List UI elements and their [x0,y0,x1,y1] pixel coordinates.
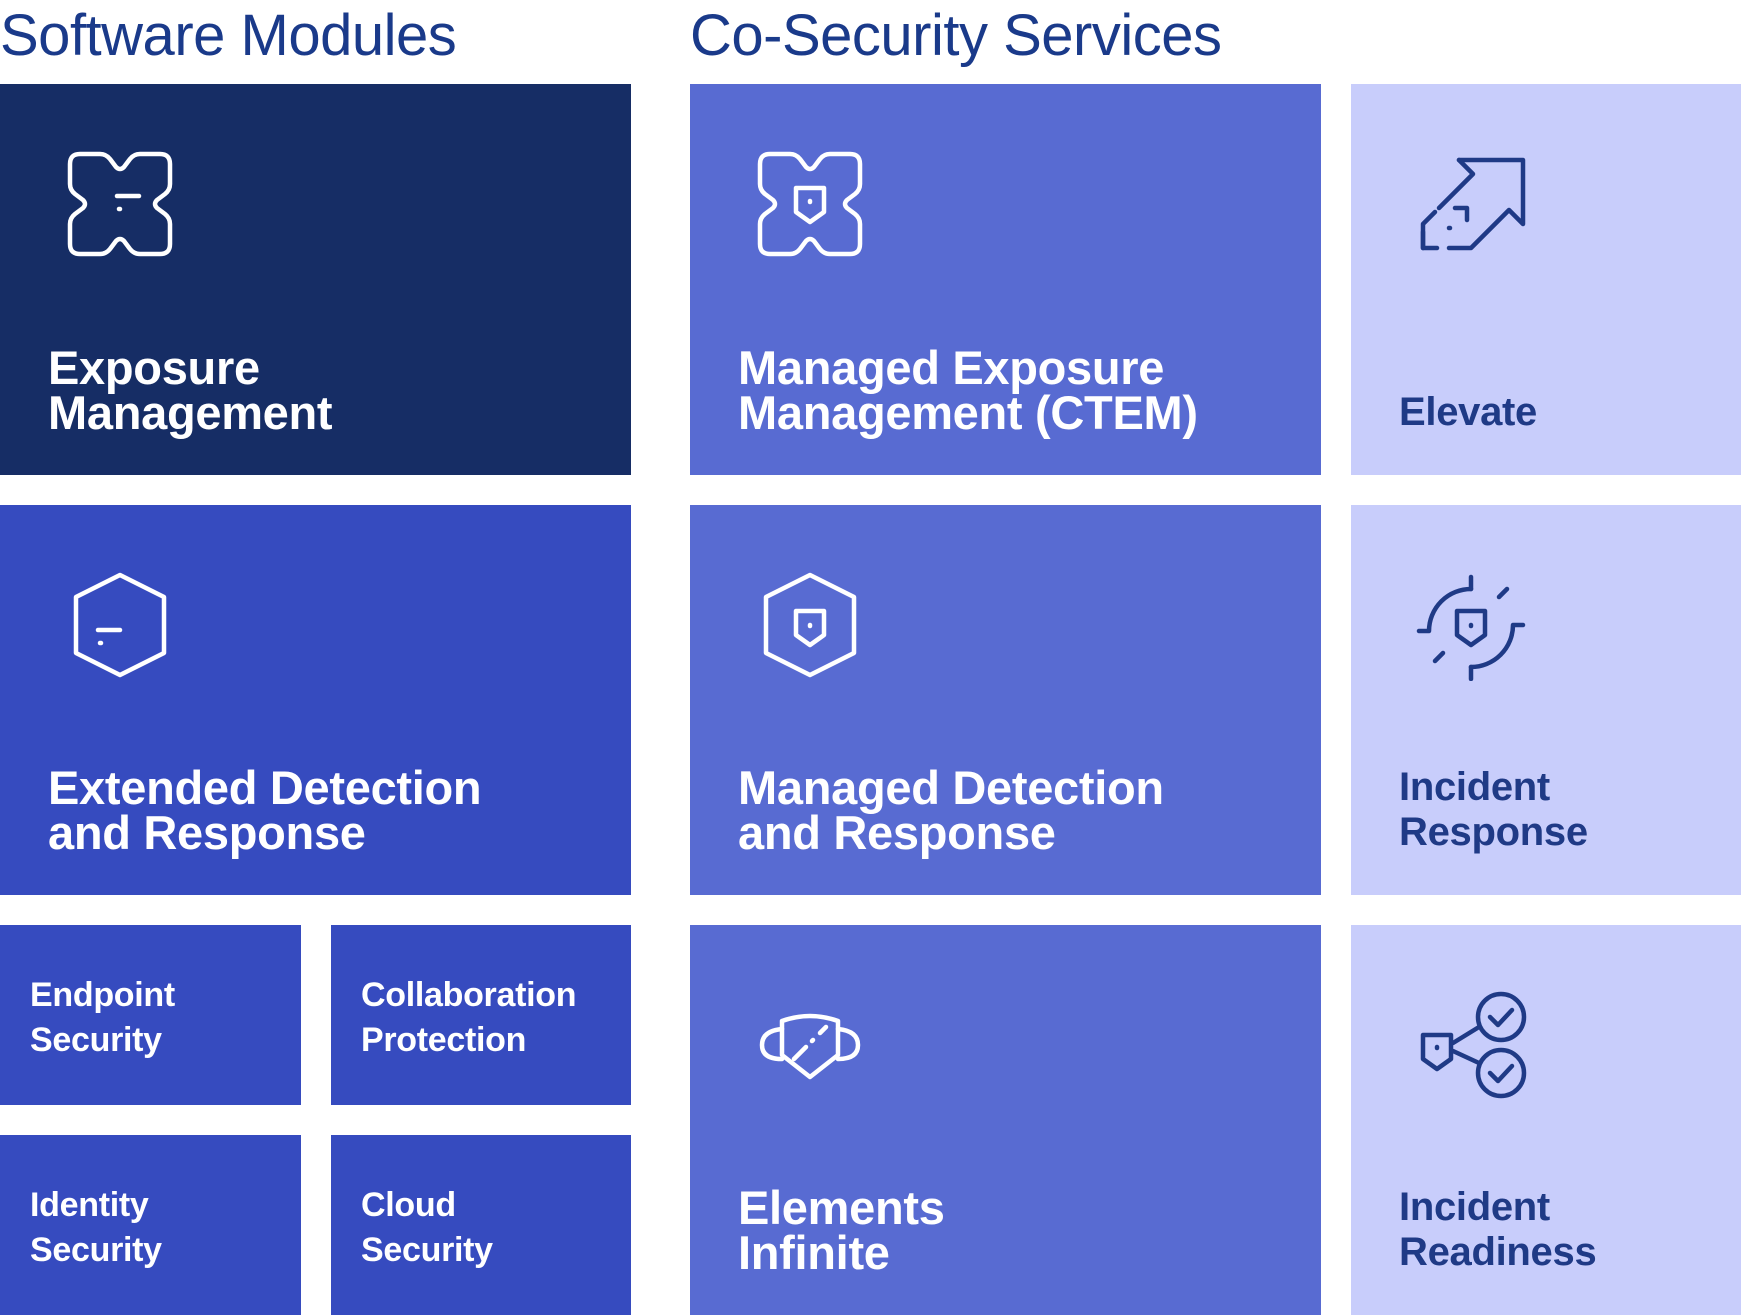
elements-infinite-tile[interactable]: Elements Infinite [690,925,1321,1315]
managed-exposure-management-tile[interactable]: Managed Exposure Management (CTEM) [690,84,1321,475]
managed-exposure-management-title: Managed Exposure Management (CTEM) [738,341,1198,439]
shield-cross-icon [754,148,866,260]
cloud-security-tile[interactable]: Cloud Security [331,1135,631,1315]
elevate-title: Elevate [1399,390,1537,434]
exposure-management-title: Exposure Management [48,341,333,439]
infinity-shield-icon [754,989,866,1101]
endpoint-security-tile[interactable]: Endpoint Security [0,925,301,1105]
extended-detection-response-title: Extended Detection and Response [48,761,482,859]
exposure-management-tile[interactable]: Exposure Management [0,84,631,475]
cloud-security-title: Cloud Security [361,1186,493,1269]
extended-detection-response-tile[interactable]: Extended Detection and Response [0,505,631,895]
incident-response-title: Incident Response [1399,765,1588,854]
collaboration-protection-title: Collaboration Protection [361,976,577,1059]
collaboration-protection-tile[interactable]: Collaboration Protection [331,925,631,1105]
shield-checks-icon [1415,989,1527,1101]
identity-security-tile[interactable]: Identity Security [0,1135,301,1315]
identity-security-title: Identity Security [30,1186,162,1269]
software-modules-heading: Software Modules [0,3,457,68]
elements-infinite-title: Elements Infinite [738,1181,945,1279]
crosshair-shield-icon [1415,569,1527,681]
elevate-arrow-icon [1415,148,1527,260]
endpoint-security-title: Endpoint Security [30,976,175,1059]
incident-readiness-title: Incident Readiness [1399,1185,1597,1274]
managed-detection-response-title: Managed Detection and Response [738,761,1164,859]
exposure-management-icon [64,148,176,260]
managed-detection-response-tile[interactable]: Managed Detection and Response [690,505,1321,895]
elevate-tile[interactable]: Elevate [1351,84,1741,475]
incident-readiness-tile[interactable]: Incident Readiness [1351,925,1741,1315]
hexagon-shield-icon [754,569,866,681]
co-security-services-heading: Co-Security Services [690,3,1222,68]
hexagon-icon [64,569,176,681]
incident-response-tile[interactable]: Incident Response [1351,505,1741,895]
